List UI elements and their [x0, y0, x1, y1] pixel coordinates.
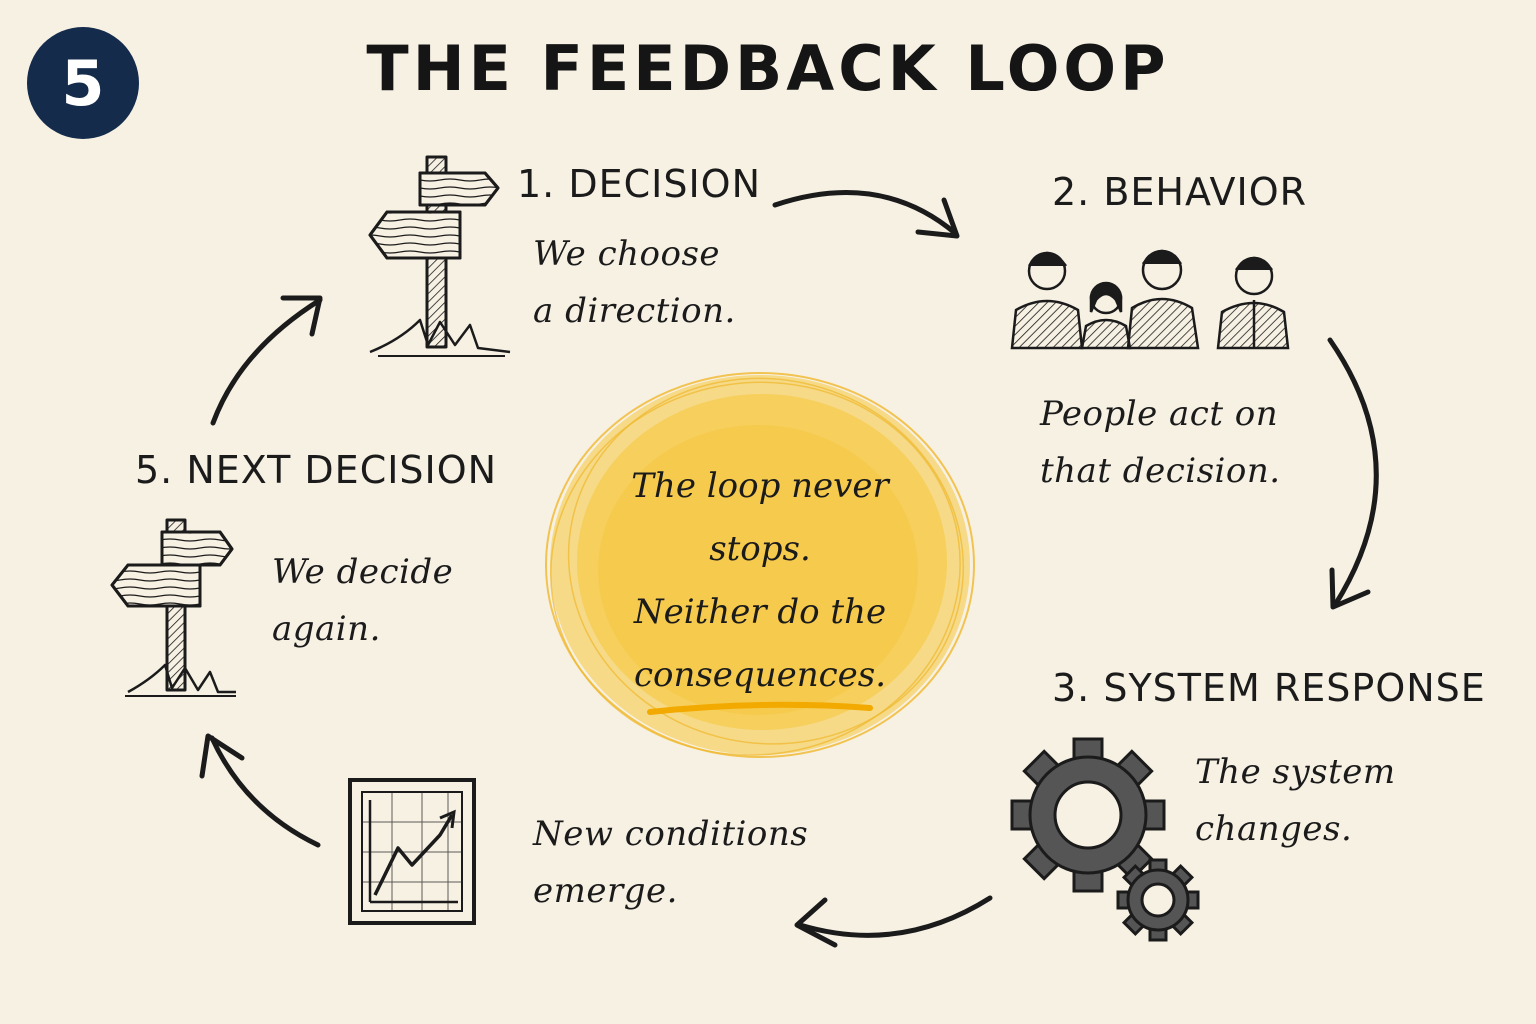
step-1-line-2: a direction. — [533, 291, 736, 331]
step-2-description: People act on that decision. — [1040, 386, 1281, 500]
page-title: THE FEEDBACK LOOP — [366, 32, 1170, 105]
step-5-line-1: We decide — [272, 552, 454, 592]
signpost-icon — [368, 155, 511, 357]
arrow-behavior-to-system — [1327, 337, 1379, 610]
step-2-line-2: that decision. — [1040, 451, 1281, 491]
step-2-heading: 2. BEHAVIOR — [1052, 170, 1308, 214]
center-highlight-circle — [545, 372, 975, 758]
step-3-description: The system changes. — [1195, 744, 1396, 858]
step-1-line-1: We choose — [533, 234, 721, 274]
arrow-next-decision-to-decision — [210, 295, 323, 426]
arrow-conditions-to-next-decision — [199, 733, 321, 848]
arrow-system-to-conditions — [794, 895, 993, 948]
center-line-2: stops. — [709, 529, 811, 569]
step-5-description: We decide again. — [272, 544, 453, 658]
rising-chart-icon — [348, 778, 476, 925]
step-5-line-2: again. — [272, 609, 381, 649]
center-line-3: Neither do the — [633, 592, 887, 632]
step-3-heading: 3. SYSTEM RESPONSE — [1052, 666, 1486, 710]
step-3-line-1: The system — [1195, 752, 1396, 792]
center-message: The loop never stops. Neither do the con… — [590, 455, 930, 707]
step-2-line-1: People act on — [1040, 394, 1279, 434]
consequences-underline — [647, 701, 873, 715]
center-line-4: consequences. — [633, 655, 887, 695]
step-5-heading: 5. NEXT DECISION — [135, 448, 498, 492]
step-number-badge: 5 — [27, 27, 139, 139]
step-1-heading: 1. DECISION — [517, 162, 762, 206]
step-4-description: New conditions emerge. — [533, 806, 808, 920]
center-line-1: The loop never — [631, 466, 889, 506]
signpost-icon — [110, 518, 236, 697]
step-1-description: We choose a direction. — [533, 226, 736, 340]
step-4-line-1: New conditions — [533, 814, 809, 854]
people-group-icon — [1010, 249, 1290, 350]
step-4-line-2: emerge. — [533, 871, 678, 911]
gears-icon — [1010, 737, 1200, 942]
arrow-decision-to-behavior — [772, 190, 960, 239]
step-3-line-2: changes. — [1195, 809, 1353, 849]
